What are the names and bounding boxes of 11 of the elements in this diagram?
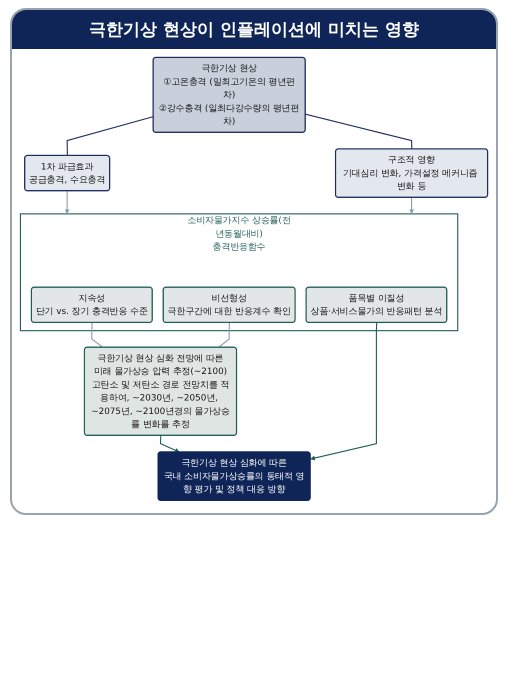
diagram-title: 극한기상 현상이 인플레이션에 미치는 영향: [12, 10, 496, 49]
connector: [218, 322, 230, 348]
connector: [91, 322, 104, 348]
cluster: [20, 213, 458, 332]
arrow: [310, 322, 378, 460]
connector: [66, 116, 154, 156]
arrow: [160, 436, 180, 453]
arrow: [64, 190, 70, 214]
connector: [305, 114, 412, 150]
diagram-frame: 극한기상 현상이 인플레이션에 미치는 영향 극한기상 현상 ①고온충격 (일최고기온의 평년편차) ②강수충격 (일최다강수량의 평년편차) 1차 파급효과 공급충격, 수요충격 구조적 영향 기대심리 변화, 가격설정 메커니즘 변화 등 소비자물가지수 상승률(전년동월대비) 충격반응함수 지속성 단기 vs. 장기 충격반응 수준 비선형성 극한구간에 대한 반응계수 확인 품목별 이질성 상품·서비스물가의 반응패턴 분석 극한기상 현상 심화 전망에 따른 미래 물가상승 압력 추정(~2100) 고탄소 및 저탄소 경로 전망치를 적용하여, ~2030년, ~2050년, ~2075년, ~2100년경의 물가상승률 변화를 추정 극한기상 현상 심화에 따른 국내 소비자물가상승률의 동태적 영향 평가 및 정책 대응 방향: [10, 8, 498, 515]
arrow: [409, 197, 414, 214]
